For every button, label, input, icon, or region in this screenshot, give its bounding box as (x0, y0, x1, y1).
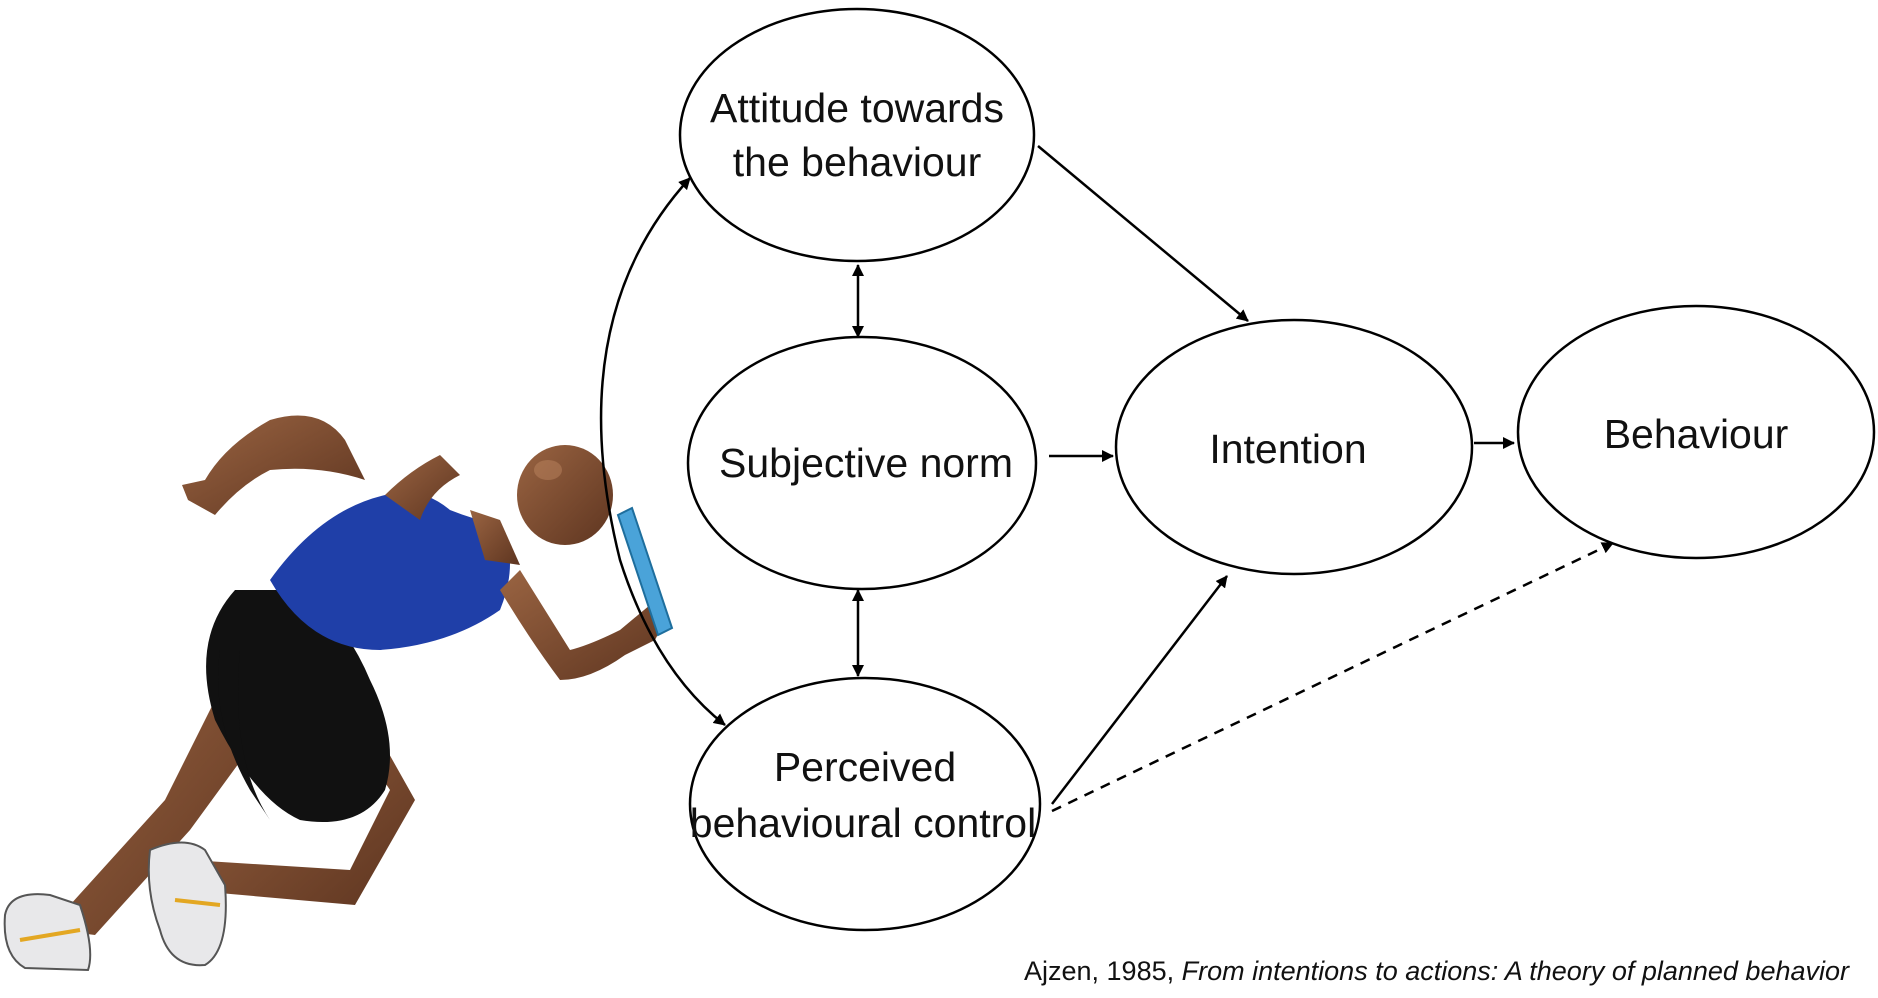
node-attitude-line-1: Attitude towards (710, 85, 1004, 131)
arrow-control-to-behaviour-dashed (1051, 541, 1614, 813)
sprinter-illustration (3, 415, 674, 972)
citation-author-year: Ajzen, 1985, (1024, 956, 1182, 986)
baton (616, 506, 674, 637)
node-perceived-control-line-2: behavioural control (690, 800, 1036, 846)
runner-singlet (270, 492, 510, 650)
node-intention-label: Intention (1209, 426, 1366, 472)
runner-rear-arm (182, 415, 365, 515)
citation: Ajzen, 1985, From intentions to actions:… (1024, 956, 1849, 987)
runner-back-shoe (3, 893, 92, 972)
node-attitude-line-2: the behaviour (733, 139, 981, 185)
arrow-control-to-intention (1051, 575, 1228, 805)
node-subjective-norm: Subjective norm (686, 335, 1038, 591)
runner-front-shoe (147, 841, 227, 967)
node-subjective-norm-label: Subjective norm (719, 440, 1013, 486)
node-intention: Intention (1114, 318, 1474, 576)
citation-title: From intentions to actions: A theory of … (1181, 956, 1850, 986)
node-behaviour: Behaviour (1516, 304, 1876, 560)
runner-shorts (206, 590, 390, 822)
arrow-attitude-to-intention (1037, 145, 1249, 322)
node-attitude: Attitude towards the behaviour (678, 7, 1036, 263)
runner-front-arm (500, 570, 668, 680)
node-perceived-control-line-1: Perceived (774, 744, 956, 790)
node-perceived-control: Perceived behavioural control (688, 676, 1042, 932)
node-behaviour-label: Behaviour (1604, 411, 1789, 457)
runner-head (517, 445, 613, 545)
diagram-edges (599, 145, 1614, 813)
arrow-attitude-control-curved (599, 177, 726, 726)
